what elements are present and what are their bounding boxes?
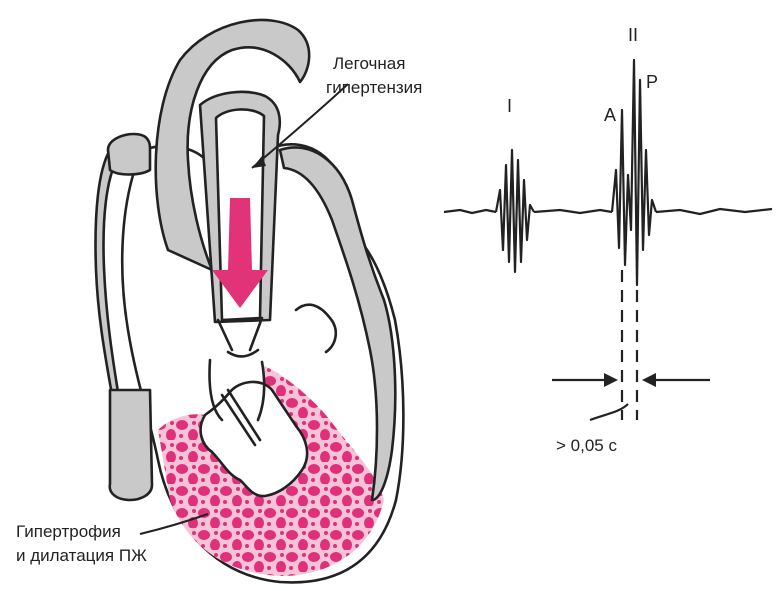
label-rv-hypertrophy-2: и дилатация ПЖ	[16, 546, 147, 566]
right-atrium-wall	[96, 150, 118, 395]
label-component-a: A	[604, 105, 616, 125]
interval-arrowhead-right	[642, 373, 656, 387]
second-heart-sound	[612, 60, 656, 285]
label-rv-hypertrophy-1: Гипертрофия	[16, 522, 121, 542]
label-first-sound: I	[507, 96, 512, 116]
label-pulmonary-hypertension-1: Легочная	[333, 54, 405, 74]
superior-vena-cava	[108, 134, 150, 175]
inferior-vena-cava	[110, 390, 152, 500]
label-pulmonary-hypertension-2: гипертензия	[326, 78, 422, 98]
label-component-p: P	[646, 72, 658, 92]
first-heart-sound	[496, 150, 534, 272]
label-interval: > 0,05 с	[556, 436, 617, 456]
baseline-right	[656, 209, 772, 214]
interval-arrowhead-left	[604, 373, 618, 387]
heart-illustration	[96, 20, 404, 582]
label-second-sound: II	[628, 25, 638, 45]
baseline-mid	[534, 210, 612, 213]
baseline-left	[444, 210, 496, 213]
